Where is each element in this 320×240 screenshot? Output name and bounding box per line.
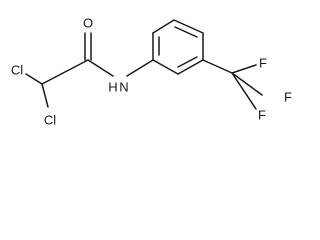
atom-f-bottom: F xyxy=(258,108,266,123)
ring-bond-2 xyxy=(152,19,175,34)
ring-bond-6 xyxy=(152,59,179,75)
bond-c-cl-bottom xyxy=(41,83,49,108)
ring-bond-5 xyxy=(177,59,204,75)
ring-inner-bond-3 xyxy=(177,56,198,68)
atom-cl-top: Cl xyxy=(11,63,23,78)
bond-c-cl-top xyxy=(25,73,43,85)
atom-nitrogen-h: H xyxy=(108,80,117,95)
bond-n-ring xyxy=(126,59,154,77)
ring-bond-3 xyxy=(173,19,204,34)
bond-c-f-bottom xyxy=(231,72,257,110)
atom-f-top: F xyxy=(259,56,267,71)
bond-c-c xyxy=(41,59,89,85)
atom-oxygen: O xyxy=(83,16,93,31)
bond-c-f-right xyxy=(231,72,263,96)
atom-f-right: F xyxy=(284,90,292,105)
bond-ring-cf3 xyxy=(202,59,233,74)
bond-c-n xyxy=(87,59,114,77)
atom-nitrogen-n: N xyxy=(119,80,128,95)
structure-diagram: Cl Cl O H N F F F xyxy=(11,16,292,128)
ring-inner-bond-2 xyxy=(174,26,198,38)
atom-cl-bottom: Cl xyxy=(44,113,56,128)
bond-c-f-top xyxy=(231,64,257,74)
